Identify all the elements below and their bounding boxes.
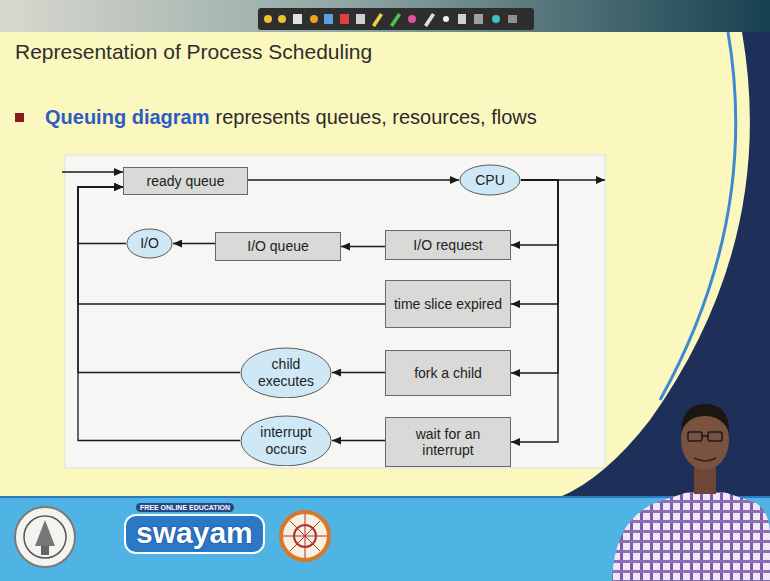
bullet-text: represents queues, resources, flows	[215, 106, 536, 129]
flow-connector	[78, 187, 126, 244]
ellipse-shape	[127, 229, 172, 258]
bullet-keyword: Queuing diagram	[45, 106, 209, 129]
node-label: ready queue	[131, 173, 240, 189]
sweep-line	[660, 32, 736, 400]
slide-title: Representation of Process Scheduling	[15, 40, 372, 64]
node-text: interrupt occurs	[252, 424, 320, 456]
ellipse-shape	[241, 416, 331, 466]
queue-box: I/O request	[385, 230, 511, 260]
node-text: ready queue	[131, 173, 240, 189]
ellipse-shape	[241, 348, 331, 398]
node-label: I/O request	[393, 237, 503, 253]
flow-connector	[332, 440, 385, 441]
node-text: child executes	[252, 356, 320, 388]
logo-wordmark: swayam	[124, 514, 265, 554]
bullet-square	[15, 113, 24, 122]
node-label: child executes	[252, 356, 320, 388]
presenter	[612, 404, 770, 581]
flow-connector	[78, 187, 240, 373]
third-emblem	[281, 512, 329, 560]
node-text: I/O	[138, 235, 161, 251]
flow-connector	[248, 179, 459, 180]
node-label: I/O queue	[223, 238, 333, 254]
node-text: fork a child	[393, 365, 503, 381]
band-edge	[0, 496, 770, 498]
node-label: time slice expired	[393, 296, 503, 312]
entry-arrow	[62, 171, 123, 172]
flow-connector	[511, 180, 558, 245]
resource-ellipse: CPU	[459, 164, 521, 196]
queue-box: fork a child	[385, 350, 511, 396]
flow-connector	[332, 372, 385, 373]
node-text: CPU	[471, 172, 509, 188]
queue-box: time slice expired	[385, 280, 511, 328]
queue-box: wait for an interrupt	[385, 417, 511, 467]
node-label: I/O	[138, 235, 161, 251]
node-text: I/O queue	[223, 238, 333, 254]
exit-arrow	[521, 179, 605, 180]
flow-connector	[511, 180, 558, 373]
node-label: wait for an interrupt	[393, 426, 503, 458]
resource-ellipse: I/O	[126, 228, 173, 259]
node-label: fork a child	[393, 365, 503, 381]
flow-connector	[173, 243, 215, 244]
navy-sweep	[560, 32, 770, 497]
flow-connector	[341, 246, 385, 247]
ellipse-shape	[460, 165, 520, 195]
resource-ellipse: child executes	[240, 347, 332, 399]
node-text: time slice expired	[393, 296, 503, 312]
diagram-panel	[65, 155, 605, 468]
flow-connector	[78, 187, 240, 441]
institute-emblem	[15, 507, 75, 567]
resource-ellipse: interrupt occurs	[240, 415, 332, 467]
top-band	[0, 0, 770, 32]
flow-connector	[511, 180, 558, 304]
node-text: wait for an interrupt	[393, 426, 503, 458]
queue-box: I/O queue	[215, 232, 341, 261]
flow-connector	[78, 187, 385, 304]
toolbar	[258, 8, 534, 30]
queue-box: ready queue	[123, 167, 248, 195]
logo-tagline: FREE ONLINE EDUCATION	[136, 503, 234, 512]
node-text: I/O request	[393, 237, 503, 253]
node-label: CPU	[471, 172, 509, 188]
flow-connector	[511, 180, 558, 442]
node-label: interrupt occurs	[252, 424, 320, 456]
